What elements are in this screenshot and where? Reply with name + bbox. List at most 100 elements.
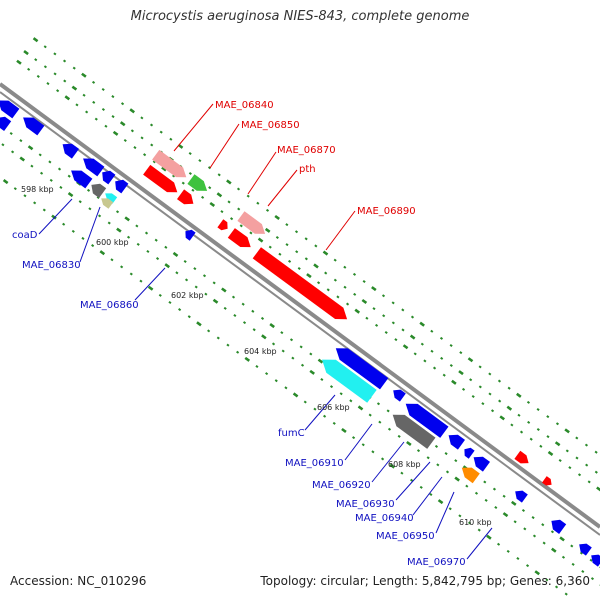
gc-dot: [490, 409, 495, 413]
gene-arrow-mae-06890: [252, 247, 348, 320]
gc-dot: [280, 331, 284, 335]
gene-arrow: [23, 117, 45, 136]
gc-dot: [198, 159, 202, 163]
gc-dot: [62, 59, 67, 63]
gc-dot: [442, 373, 446, 377]
genome-summary-text: Topology: circular; Length: 5,842,795 bp…: [260, 574, 590, 588]
gc-dot: [67, 192, 74, 198]
gc-dot: [581, 570, 585, 574]
gc-dot: [486, 534, 492, 540]
gc-dot: [299, 345, 303, 349]
gc-dot: [449, 363, 453, 368]
gc-dot: [372, 307, 376, 311]
gc-dot: [274, 214, 280, 221]
gc-dot: [71, 229, 75, 233]
gene-label-pth: pth: [299, 164, 316, 175]
tick-label: 602 kbp: [171, 291, 204, 300]
gc-dot: [123, 138, 127, 142]
tick-label: 598 kbp: [21, 185, 54, 194]
gc-dot: [56, 89, 60, 93]
gene-arrow-mae-06840: [152, 149, 187, 178]
gc-dot: [571, 562, 575, 566]
gc-dot: [120, 102, 125, 106]
gc-dot: [401, 328, 405, 332]
gc-dot: [126, 235, 131, 239]
gc-dot: [423, 359, 427, 363]
gc-dot: [297, 266, 301, 271]
gc-dot: [317, 358, 324, 364]
gc-dot: [313, 263, 319, 269]
gc-dot: [541, 523, 545, 527]
gc-dot: [53, 72, 57, 76]
gc-dot: [304, 237, 308, 241]
gc-dot: [143, 153, 147, 157]
gc-dot: [587, 480, 591, 484]
gc-dot: [409, 334, 416, 340]
gc-dot: [241, 302, 245, 306]
gc-dot: [149, 123, 154, 127]
gc-dot: [38, 153, 42, 157]
gc-dot: [584, 443, 589, 447]
gc-dot: [429, 492, 433, 497]
gc-dot: [381, 457, 385, 461]
gc-dot: [410, 315, 415, 319]
gc-dot: [193, 267, 197, 271]
gc-dot: [71, 85, 78, 91]
gc-dot: [519, 430, 524, 434]
gc-dot: [178, 308, 182, 312]
gc-dot: [292, 392, 299, 398]
gc-dot: [529, 437, 533, 441]
gc-dot: [314, 244, 318, 248]
gc-dot: [478, 365, 482, 369]
gene-arrow-mae-06940: [448, 434, 465, 450]
gc-dot: [135, 224, 139, 228]
gc-dot: [115, 210, 120, 214]
gene-arrow: [0, 116, 12, 131]
gc-dot: [217, 173, 221, 177]
gene-arrow-mae-06970: [473, 456, 490, 472]
gc-dot: [420, 342, 424, 346]
gc-dot: [323, 414, 327, 418]
gc-dot: [461, 387, 466, 391]
gc-dot: [454, 459, 458, 463]
gc-dot: [75, 103, 79, 107]
gene-label-mae-06840: MAE_06840: [215, 100, 274, 111]
gc-dot: [481, 402, 485, 406]
gc-dot: [546, 415, 550, 419]
tick-label: 600 kbp: [96, 238, 129, 247]
leader-mae-06970: [466, 527, 493, 560]
gc-dot: [116, 227, 122, 233]
gc-dot: [436, 463, 440, 467]
gc-dot: [94, 117, 98, 121]
gc-dot: [488, 392, 492, 396]
gene-label-mae-06930: MAE_06930: [336, 499, 395, 510]
leader-mae-06840: [173, 103, 214, 152]
gc-dot: [144, 231, 149, 235]
gc-dot: [188, 171, 192, 175]
gc-dot: [459, 351, 463, 355]
gc-dot: [291, 356, 295, 360]
gc-dot: [208, 186, 212, 190]
gc-dot: [129, 272, 133, 276]
gc-dot: [309, 352, 313, 356]
gc-dot: [164, 263, 171, 269]
accession-text: Accession: NC_010296: [10, 574, 147, 588]
gc-dot: [231, 295, 236, 299]
gc-dot: [191, 188, 195, 192]
gc-dot: [88, 207, 92, 211]
gc-dot: [295, 250, 299, 254]
gc-dot: [96, 195, 100, 200]
gc-dot: [304, 257, 308, 261]
gene-arrow: [177, 189, 194, 205]
gc-dot: [154, 238, 158, 242]
gc-dot: [594, 450, 598, 454]
gc-dot: [579, 551, 583, 555]
gene-arrow-mae-06930: [405, 403, 449, 438]
gc-dot: [365, 316, 369, 320]
gc-dot: [57, 167, 62, 171]
gc-dot: [34, 58, 38, 62]
gc-dot: [570, 544, 574, 548]
gc-dot: [430, 349, 434, 353]
gc-dot: [550, 530, 555, 534]
